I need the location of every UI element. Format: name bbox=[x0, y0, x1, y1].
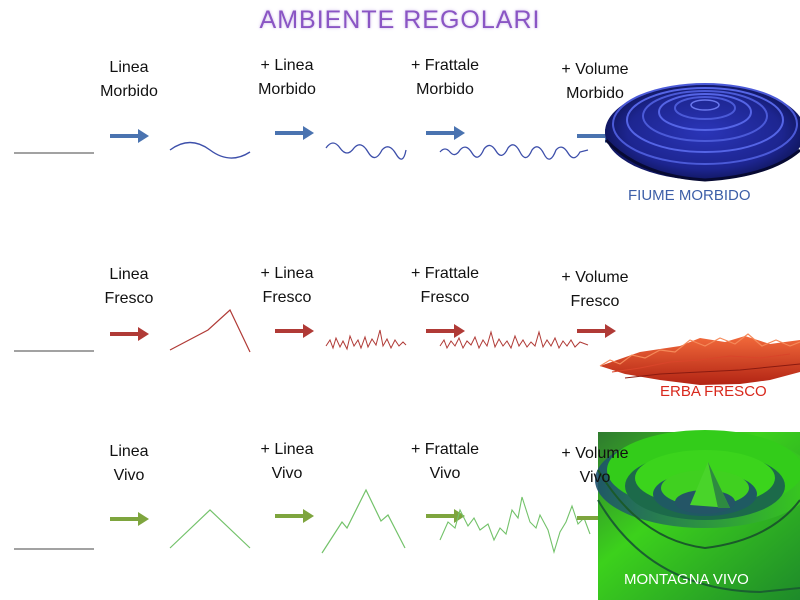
step-label-linea-fresco: Linea Fresco bbox=[104, 266, 154, 307]
step-label-plus-linea-morbido: + Linea Morbido bbox=[258, 57, 316, 98]
result-label-montagna: MONTAGNA VIVO bbox=[624, 571, 749, 588]
page-title: AMBIENTE REGOLARI bbox=[259, 6, 541, 34]
arrow-icon bbox=[275, 126, 314, 140]
step-label-plus-linea-vivo: + Linea Vivo bbox=[260, 441, 314, 482]
river-volume-image bbox=[604, 83, 800, 182]
smooth-wave bbox=[169, 141, 251, 159]
mountain-line bbox=[321, 488, 406, 554]
sharp-line bbox=[169, 309, 251, 353]
arrow-icon bbox=[275, 509, 314, 523]
fractal-wave bbox=[439, 144, 589, 160]
step-label-frattale-vivo: + Frattale Vivo bbox=[410, 441, 480, 482]
arrow-icon bbox=[426, 126, 465, 140]
arrow-icon bbox=[275, 324, 314, 338]
row-vivo bbox=[14, 430, 800, 600]
arrow-icon bbox=[426, 324, 465, 338]
arrow-icon bbox=[110, 327, 149, 341]
step-label-volume-morbido: + Volume Morbido bbox=[561, 61, 629, 102]
fractal-mountains bbox=[439, 496, 591, 554]
step-label-frattale-morbido: + Frattale Morbido bbox=[410, 57, 480, 98]
grass-volume-image bbox=[599, 333, 800, 385]
step-label-volume-fresco: + Volume Fresco bbox=[561, 269, 629, 310]
arrow-icon bbox=[577, 324, 616, 338]
arrow-icon bbox=[110, 129, 149, 143]
fractal-jagged bbox=[439, 330, 589, 350]
step-label-linea-morbido: Linea Morbido bbox=[100, 59, 158, 100]
mountain-volume-image bbox=[595, 430, 800, 600]
step-label-plus-linea-fresco: + Linea Fresco bbox=[260, 265, 314, 306]
result-label-erba: ERBA FRESCO bbox=[660, 383, 767, 400]
arrow-icon bbox=[110, 512, 149, 526]
row-fresco bbox=[14, 309, 800, 385]
step-label-frattale-fresco: + Frattale Fresco bbox=[410, 265, 480, 306]
arrow-icon bbox=[426, 509, 465, 523]
step-label-volume-vivo: + Volume Vivo bbox=[561, 445, 629, 486]
double-wave bbox=[325, 142, 407, 160]
jagged-line bbox=[325, 329, 407, 351]
row-morbido bbox=[14, 83, 800, 182]
step-label-linea-vivo: Linea Vivo bbox=[109, 443, 149, 484]
peak-line bbox=[169, 509, 251, 549]
result-label-fiume: FIUME MORBIDO bbox=[628, 187, 751, 204]
